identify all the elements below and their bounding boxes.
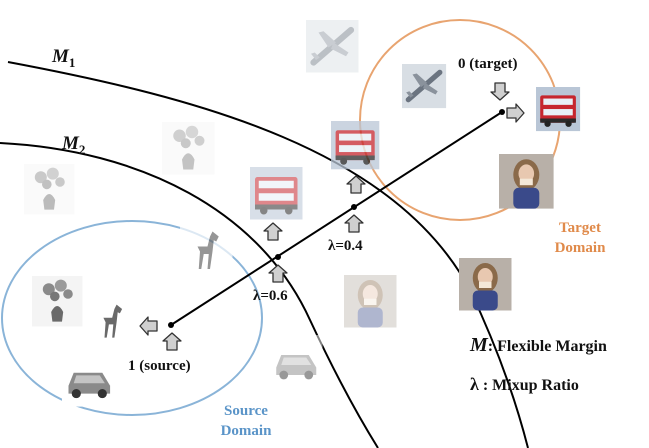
arrow-source-up-icon: [162, 332, 182, 351]
source-point: [168, 322, 174, 328]
margin-curve-m1: [7, 61, 529, 448]
mixup-path-line: [170, 111, 503, 326]
target-domain-line2: Domain: [554, 240, 606, 256]
margin-curve-m2: [0, 142, 379, 448]
margin-label-m2-subscript: 2: [78, 141, 86, 157]
arrow-mix-0-6-bus-up-icon: [263, 222, 283, 241]
legend-margin-symbol: M: [470, 334, 488, 356]
margin-label-m1-subscript: 1: [68, 54, 76, 70]
legend-lambda-text: : Mixup Ratio: [482, 377, 579, 394]
arrow-target-down-icon: [490, 82, 510, 101]
mixup-ratio-0-6-label: λ=0.6: [253, 288, 288, 304]
airplane-thumbnail-icon: [402, 64, 446, 108]
target-point: [499, 109, 505, 115]
margin-label-m1: M1: [52, 46, 75, 71]
margin-label-m1-symbol: M: [52, 46, 69, 67]
woman-eating-thumbnail-2-icon: [459, 258, 512, 311]
margin-label-m2: M2: [62, 133, 85, 158]
source-domain-line2: Domain: [220, 423, 272, 439]
car-mixed-thumbnail-icon: [270, 335, 323, 388]
airplane-faded-thumbnail-icon: [306, 20, 359, 73]
legend-lambda-symbol: λ: [470, 374, 479, 394]
mixup-point-0-4: [351, 204, 357, 210]
legend-lambda-entry: λ : Mixup Ratio: [470, 374, 579, 395]
horse-thumbnail-icon: [88, 298, 135, 345]
source-domain-line1: Source: [224, 403, 268, 419]
bus-mixed-thumbnail-icon: [331, 121, 380, 170]
legend-margin-text: : Flexible Margin: [487, 338, 607, 355]
source-point-label: 1 (source): [128, 358, 191, 374]
flower-vase-faded-thumbnail-2-icon: [24, 164, 75, 215]
woman-eating-thumbnail-icon: [499, 154, 554, 209]
arrow-target-right-icon: [506, 103, 525, 123]
mixup-point-0-6: [275, 254, 281, 260]
source-domain-label: Source Domain: [206, 401, 286, 441]
target-domain-line1: Target: [559, 220, 601, 236]
flower-vase-faded-thumbnail-icon: [162, 122, 215, 175]
bus-horse-mixed-thumbnail-icon: [250, 167, 303, 220]
margin-label-m2-symbol: M: [62, 133, 79, 154]
arrow-source-left-icon: [139, 316, 158, 336]
legend-margin-entry: M: Flexible Margin: [470, 334, 607, 357]
target-point-label: 0 (target): [458, 56, 518, 72]
arrow-mix-0-6-up-icon: [268, 264, 288, 283]
woman-mixed-thumbnail-icon: [344, 275, 397, 328]
source-domain-circle: [1, 220, 263, 416]
car-thumbnail-icon: [62, 352, 117, 407]
horse-mixed-thumbnail-icon: [180, 224, 233, 277]
flower-vase-thumbnail-icon: [32, 276, 83, 327]
bus-thumbnail-icon: [536, 87, 581, 132]
target-domain-label: Target Domain: [540, 218, 620, 258]
mixup-ratio-0-4-label: λ=0.4: [328, 238, 363, 254]
arrow-mix-0-4-up-icon: [344, 214, 364, 233]
